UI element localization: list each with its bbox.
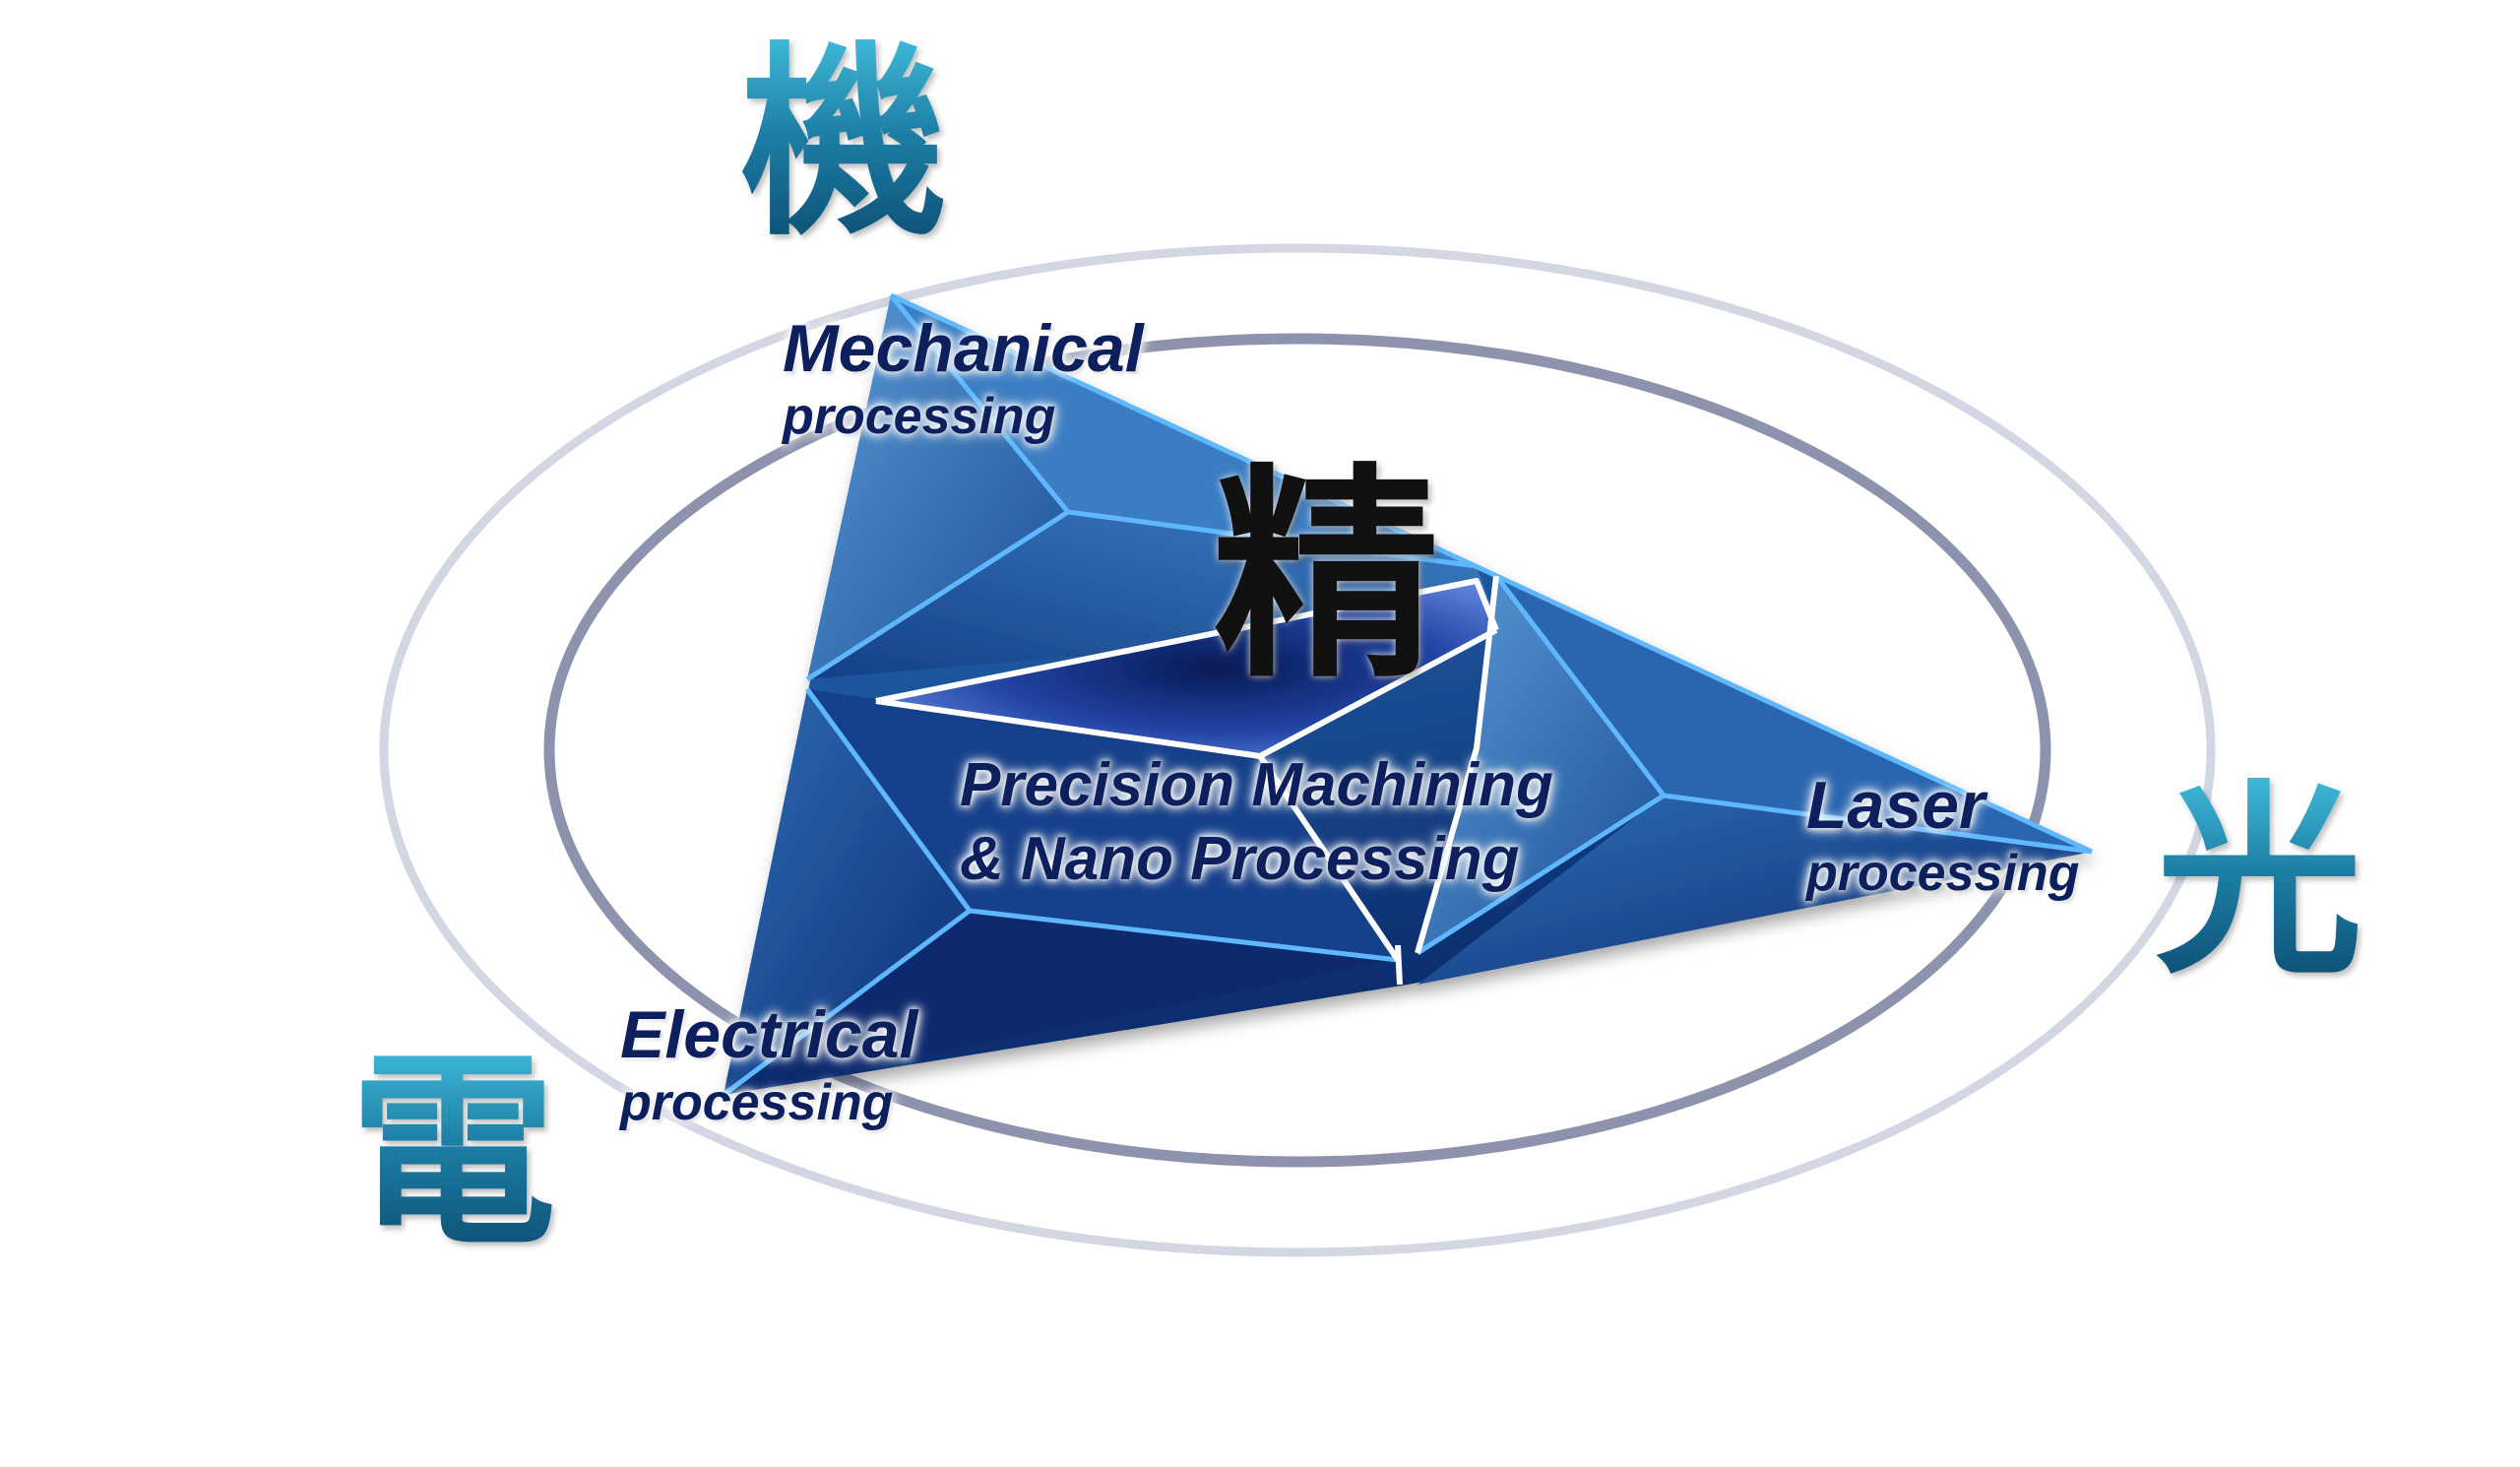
- laser-label: Laser processing: [1806, 768, 2080, 903]
- electric-character: 電: [349, 1030, 557, 1273]
- center-line-2: & Nano Processing: [960, 824, 1520, 893]
- light-character: 光: [2156, 759, 2363, 1002]
- inner-ring: [543, 333, 2051, 1168]
- laser-subtitle: processing: [1806, 845, 2080, 903]
- electrical-title: Electrical: [620, 997, 918, 1072]
- core-edges: [875, 575, 1499, 986]
- precision-character: 精: [1213, 443, 1440, 709]
- electrical-label: Electrical processing: [620, 997, 918, 1132]
- mechanical-character: 機: [740, 21, 948, 264]
- mechanical-subtitle: processing: [783, 388, 1056, 446]
- mechanical-label: Mechanical processing: [783, 311, 1144, 446]
- center-label: Precision Machining & Nano Processing: [960, 751, 1553, 893]
- facet-edges: [722, 292, 2094, 1098]
- laser-title: Laser: [1806, 768, 1985, 843]
- mechanical-title: Mechanical: [783, 311, 1144, 386]
- electrical-subtitle: processing: [620, 1074, 894, 1132]
- outer-ring: [379, 243, 2216, 1257]
- center-line-1: Precision Machining: [960, 751, 1553, 819]
